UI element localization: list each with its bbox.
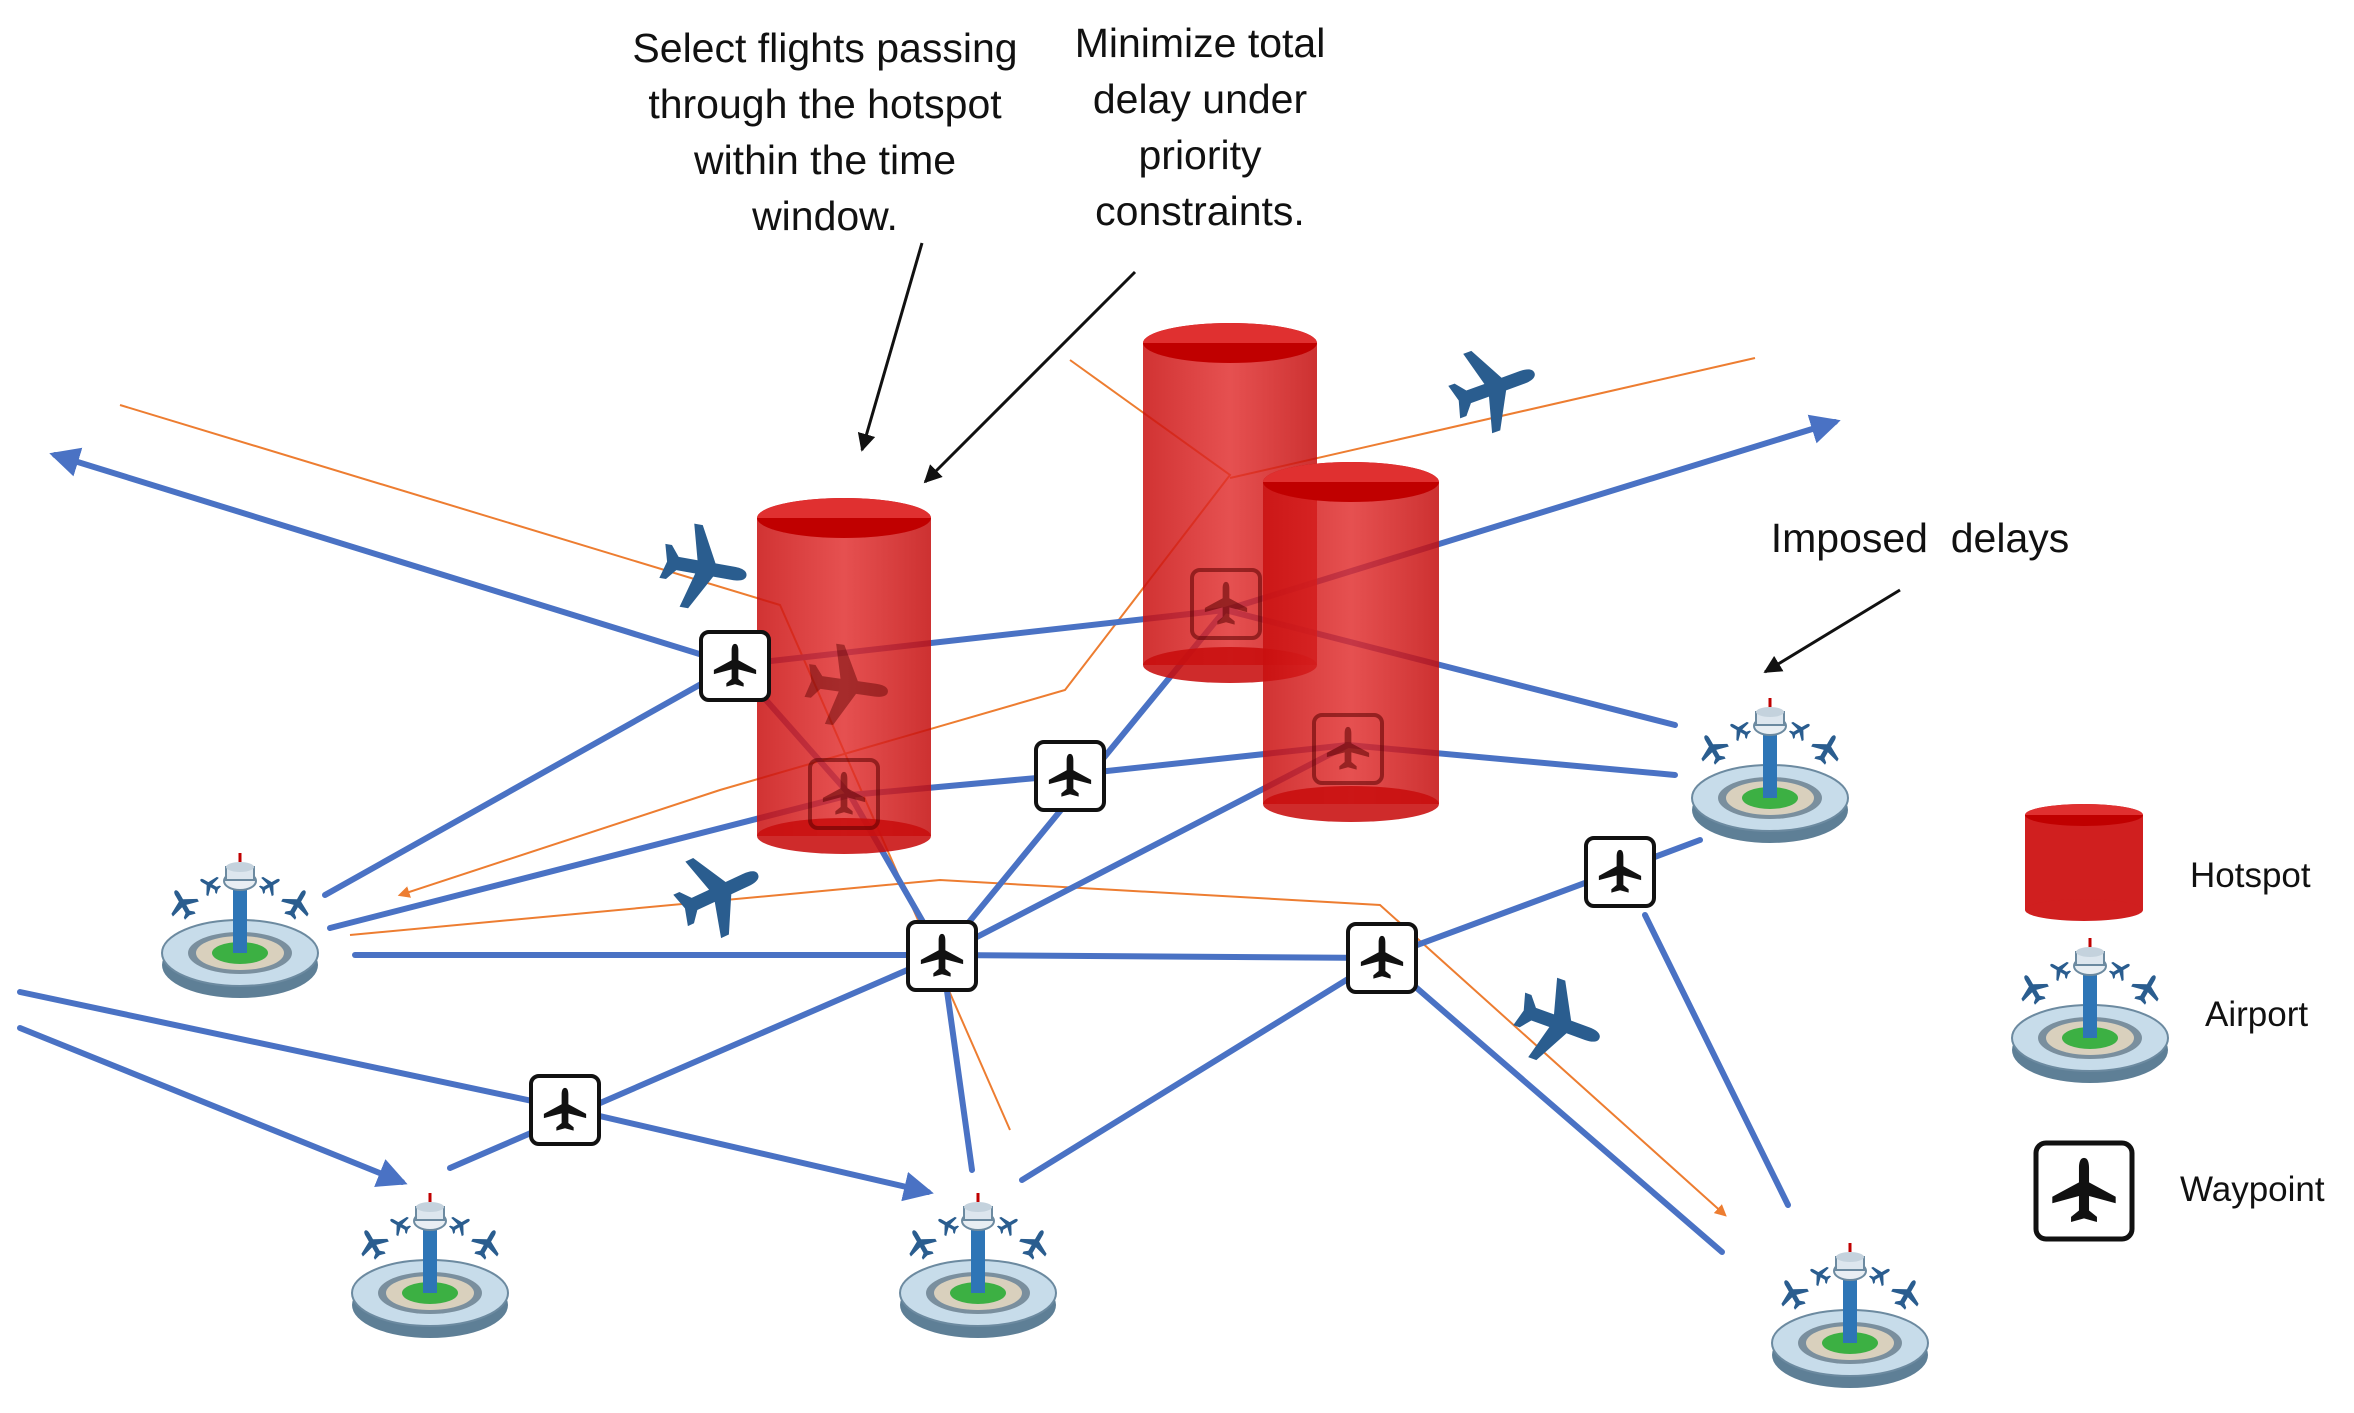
route-15 (939, 952, 1385, 961)
airport-1 (162, 853, 318, 998)
airport-2 (352, 1193, 508, 1338)
legend-waypoint-icon (2033, 1140, 2135, 1242)
waypoint-2 (1036, 742, 1104, 810)
waypoint-1 (701, 632, 769, 700)
legend (2012, 804, 2168, 1242)
aircraft-1 (655, 519, 754, 618)
waypoint-in-hotspot-3 (1312, 713, 1384, 785)
legend-hotspot-icon (2025, 804, 2143, 921)
legend-airport-icon (2012, 938, 2168, 1083)
arrow-select-flights (857, 242, 924, 452)
route-25 (1642, 912, 1791, 1208)
arrow-minimize-delay (923, 270, 1137, 484)
annotation-select-flights: Select flights passing through the hotsp… (632, 25, 1018, 239)
hotspot-waypoints (808, 568, 1384, 830)
waypoint-4 (1348, 924, 1416, 992)
airport-5 (1772, 1243, 1928, 1388)
annotation-minimize-delay: Minimize total delay under priority cons… (1074, 20, 1326, 234)
route-2 (322, 662, 738, 898)
waypoint-3 (908, 922, 976, 990)
airport-4 (1692, 698, 1848, 843)
legend-label-waypoint: Waypoint (2180, 1170, 2325, 1209)
route-22 (1379, 867, 1623, 961)
waypoint-5 (1586, 838, 1654, 906)
orange-route-4 (349, 878, 1727, 1217)
arrow-imposed-delays (1763, 588, 1901, 674)
aircraft-4 (662, 836, 776, 949)
route-19 (17, 1025, 408, 1187)
airport-3 (900, 1193, 1056, 1338)
legend-label-airport: Airport (2205, 995, 2309, 1034)
route-18 (562, 1105, 934, 1202)
route-1 (49, 447, 738, 668)
annotation-arrows (857, 242, 1901, 674)
route-21 (1019, 955, 1385, 1183)
waypoint-6 (531, 1076, 599, 1144)
route-17 (17, 989, 568, 1111)
legend-label-hotspot: Hotspot (2190, 856, 2311, 895)
aircraft-5 (1504, 969, 1614, 1078)
waypoint-in-hotspot-2 (1190, 568, 1262, 640)
waypoint-in-hotspot-1 (808, 758, 880, 830)
annotation-imposed-delays: Imposed delays (1770, 515, 2070, 561)
route-24 (1379, 955, 1725, 1255)
